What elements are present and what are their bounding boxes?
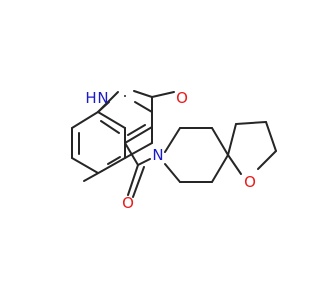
bond-carbonyl-o-double <box>132 166 145 198</box>
bond-benz-1 <box>101 157 126 172</box>
bond-thf-1 <box>227 123 237 156</box>
bond-c3-c4 <box>124 126 153 144</box>
atom-label-amide-nitrogen: N <box>152 146 163 164</box>
bond-n1-c8a <box>97 91 119 113</box>
bond-carbonyl-n <box>137 158 151 166</box>
bond-c2-o <box>151 91 175 98</box>
atom-label-keto-oxygen: O <box>176 89 188 107</box>
atom-labels: H N O O N O <box>85 89 256 212</box>
bond-benz-4 <box>71 111 99 129</box>
bond-n1-c2 <box>133 90 153 98</box>
bond-benz-6 <box>71 157 99 174</box>
bond-pip-3 <box>211 127 229 156</box>
bond-lines <box>71 90 277 198</box>
bond-thf-5 <box>227 154 242 175</box>
bond-pip-6 <box>164 163 181 183</box>
molecule-structure: H N O O N O <box>71 89 277 212</box>
bond-pip-1 <box>164 127 181 153</box>
bond-c3-c4-inner <box>127 124 146 136</box>
atom-label-amide-oxygen: O <box>122 194 134 212</box>
bond-c4-carbonyl <box>124 142 139 166</box>
atom-label-ring-nitrogen: N <box>97 89 108 107</box>
bond-benz-3 <box>97 111 126 129</box>
atom-label-nh-hydrogen: H <box>85 89 96 107</box>
bond-thf-4 <box>257 150 277 170</box>
bond-pyr-1 <box>124 142 153 159</box>
bond-benz-inner-2 <box>100 120 120 134</box>
atom-label-ring-oxygen: O <box>244 173 256 191</box>
bond-pyr-3 <box>134 101 153 113</box>
bond-thf-3 <box>265 121 277 152</box>
bond-pip-4 <box>211 154 229 183</box>
bond-thf-2 <box>235 121 267 125</box>
bond-methyl <box>83 170 103 182</box>
bond-benz-inner-1 <box>107 156 121 165</box>
bond-carbonyl-o <box>127 164 139 196</box>
